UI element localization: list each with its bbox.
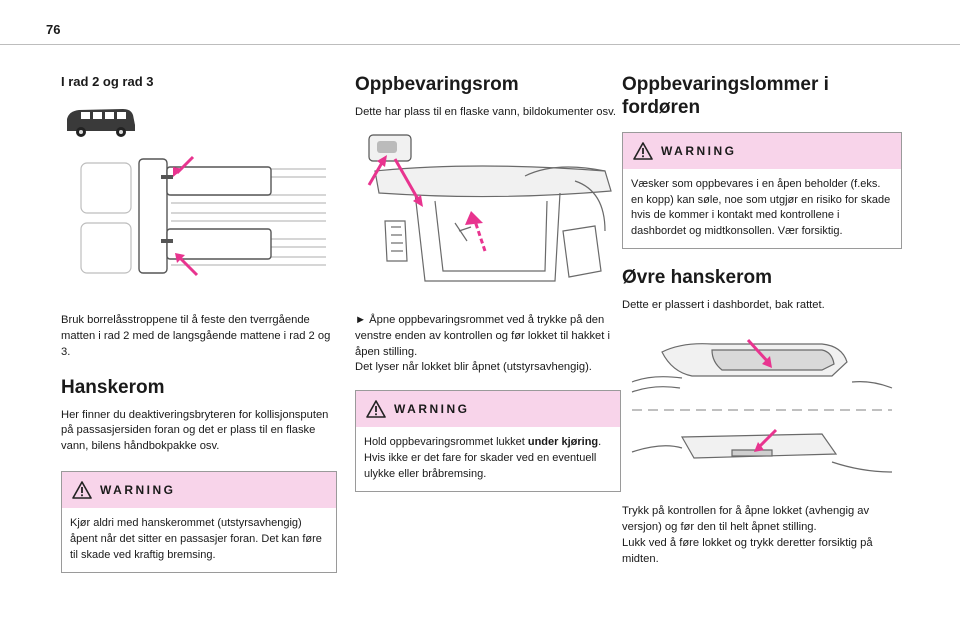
column-2: Oppbevaringsrom Dette har plass til en f…: [355, 74, 621, 493]
warning-text-end: . Hvis ikke er det fare for skader ved e…: [364, 436, 602, 481]
subheading-rows: I rad 2 og rad 3: [61, 74, 154, 89]
warning-text-bold: under kjøring: [527, 436, 599, 449]
warning-title: WARNING: [394, 402, 470, 417]
upper-glovebox-intro: Dette er plassert i dashbordet, bak ratt…: [622, 299, 825, 312]
instruction-close-upper: Lukk ved å føre lokket og trykk deretter…: [622, 536, 873, 565]
instruction-open-upper: Trykk på kontrollen for å åpne lokket (a…: [622, 505, 870, 533]
section-title-hanskerom: Hanskerom: [61, 376, 165, 398]
warning-header: WARNING: [623, 132, 901, 169]
floor-mats-illustration: [80, 155, 326, 277]
section-title-upper-glovebox: Øvre hanskerom: [622, 267, 772, 289]
warning-header: WARNING: [356, 391, 620, 428]
warning-triangle-icon: [72, 481, 92, 500]
warning-title: WARNING: [661, 143, 737, 158]
warning-text: Kjør aldri med hanskerommet (utstyrsavhe…: [70, 517, 322, 562]
upper-glovebox-illustration: [631, 339, 893, 473]
oppbevaringsrom-intro: Dette har plass til en flaske vann, bild…: [355, 105, 616, 118]
column-1: I rad 2 og rad 3 Bruk borrelåsstro: [61, 64, 337, 574]
page-number: 76: [46, 22, 61, 37]
column-3: Oppbevaringslommer i fordøren WARNING Væ…: [622, 74, 902, 568]
warning-title: WARNING: [100, 483, 176, 498]
section-title-oppbevaringsrom: Oppbevaringsrom: [355, 74, 519, 95]
warning-text-start: Hold oppbevaringsrommet lukket: [364, 436, 528, 449]
warning-box-door-pockets: WARNING Væsker som oppbevares i en åpen …: [622, 131, 902, 250]
warning-header: WARNING: [62, 472, 336, 509]
warning-box-compartment: WARNING Hold oppbevaringsrommet lukket u…: [355, 390, 621, 493]
warning-triangle-icon: [633, 141, 653, 160]
section-title-door-pockets: Oppbevaringslommer i fordøren: [622, 74, 829, 118]
mats-paragraph: Bruk borrelåsstroppene til å feste den t…: [61, 314, 331, 358]
warning-text: Væsker som oppbevares i en åpen beholder…: [631, 177, 891, 238]
warning-triangle-icon: [366, 400, 386, 419]
instruction-open-compartment: ► Åpne oppbevaringsrommet ved å trykke p…: [355, 313, 610, 358]
header-rule: [0, 44, 960, 45]
warning-text: Hold oppbevaringsrommet lukket under kjø…: [356, 427, 620, 491]
van-icon: [67, 109, 135, 137]
storage-compartment-illustration: [367, 134, 612, 282]
hanskerom-paragraph: Her finner du deaktiveringsbryteren for …: [61, 408, 329, 453]
warning-box-glovebox: WARNING Kjør aldri med hanskerommet (uts…: [61, 471, 337, 574]
instruction-light: Det lyser når lokket blir åpnet (utstyrs…: [355, 361, 592, 374]
